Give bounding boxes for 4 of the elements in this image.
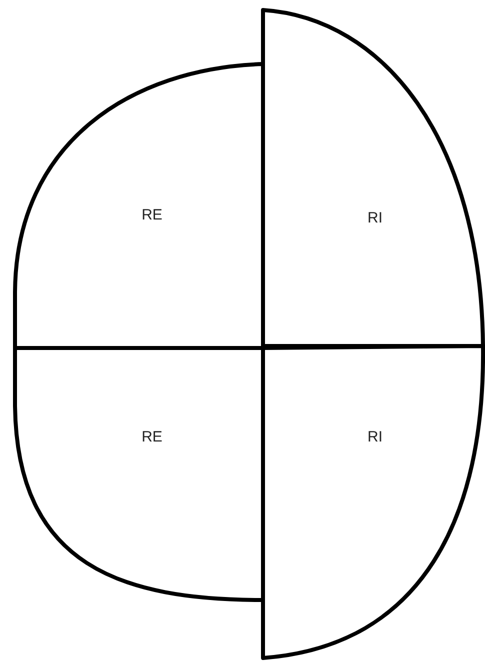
region-label: RI xyxy=(368,210,382,226)
region-label: RE xyxy=(142,428,162,446)
region-label: RI xyxy=(368,428,382,446)
region-label: RE xyxy=(142,206,162,224)
